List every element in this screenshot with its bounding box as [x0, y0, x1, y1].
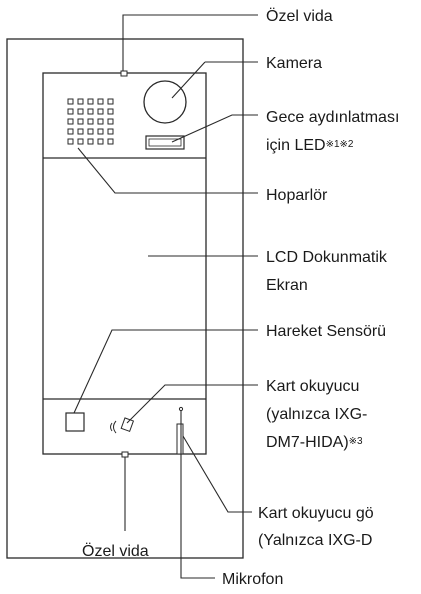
label-led-note: ※1※2 — [326, 139, 354, 150]
speaker-hole — [67, 138, 74, 145]
speaker-hole — [107, 118, 114, 125]
leader-card-reader — [126, 384, 258, 424]
speaker-hole — [67, 108, 74, 115]
speaker-hole — [97, 128, 104, 135]
label-camera: Kamera — [266, 55, 322, 72]
label-card-reader-note: ※3 — [349, 436, 363, 447]
speaker-hole — [97, 138, 104, 145]
unit-body — [42, 72, 207, 455]
speaker-hole — [107, 98, 114, 105]
speaker-hole — [107, 128, 114, 135]
label-card-reader-line1: Kart okuyucu — [266, 378, 359, 395]
camera-lens — [143, 80, 187, 124]
leader-led — [171, 114, 258, 143]
leader-camera — [171, 61, 206, 99]
speaker-hole — [67, 118, 74, 125]
speaker-hole — [87, 108, 94, 115]
speaker-hole — [67, 128, 74, 135]
speaker-hole — [77, 108, 84, 115]
label-microphone: Mikrofon — [222, 571, 283, 588]
label-led-line1: Gece aydınlatması — [266, 109, 399, 126]
leader-motion — [73, 329, 258, 414]
speaker-hole — [107, 138, 114, 145]
label-lcd-line1: LCD Dokunmatik — [266, 249, 388, 266]
contactless-card-icon — [110, 417, 135, 434]
label-card-reader-line3-text: DM7-HIDA) — [266, 434, 349, 451]
leader-card-indicator — [182, 435, 252, 513]
speaker-hole — [87, 118, 94, 125]
bottom-screw — [121, 451, 129, 458]
speaker-grille — [67, 98, 114, 145]
label-card-indicator-line2: (Yalnızca IXG-D — [258, 532, 372, 549]
leader-speaker — [77, 147, 258, 194]
label-screw-top: Özel vida — [266, 7, 333, 25]
label-card-reader-line2: (yalnızca IXG- — [266, 406, 367, 423]
speaker-hole — [97, 108, 104, 115]
leader-screw-top — [122, 14, 258, 71]
label-lcd-line2: Ekran — [266, 277, 308, 294]
speaker-hole — [77, 118, 84, 125]
speaker-hole — [67, 98, 74, 105]
label-screw-bottom: Özel vida — [82, 542, 149, 560]
label-card-reader-line3: DM7-HIDA)※3 — [266, 434, 363, 451]
label-speaker: Hoparlör — [266, 187, 328, 204]
label-led-line2-text: için LED — [266, 137, 326, 154]
speaker-hole — [77, 138, 84, 145]
motion-sensor — [65, 412, 85, 432]
speaker-hole — [97, 118, 104, 125]
top-screw — [120, 70, 128, 77]
label-card-indicator-line1: Kart okuyucu gö — [258, 505, 374, 522]
leader-microphone — [180, 411, 215, 579]
speaker-hole — [77, 128, 84, 135]
speaker-hole — [107, 108, 114, 115]
microphone-hole — [178, 406, 184, 412]
speaker-hole — [87, 128, 94, 135]
speaker-hole — [77, 98, 84, 105]
speaker-hole — [87, 138, 94, 145]
speaker-hole — [87, 98, 94, 105]
card-reader-indicator — [176, 423, 184, 455]
label-motion-sensor: Hareket Sensörü — [266, 323, 386, 340]
outer-frame — [6, 38, 244, 559]
speaker-hole — [97, 98, 104, 105]
night-led — [145, 135, 185, 150]
night-led-inner — [148, 138, 182, 147]
label-led-line2: için LED※1※2 — [266, 137, 354, 154]
